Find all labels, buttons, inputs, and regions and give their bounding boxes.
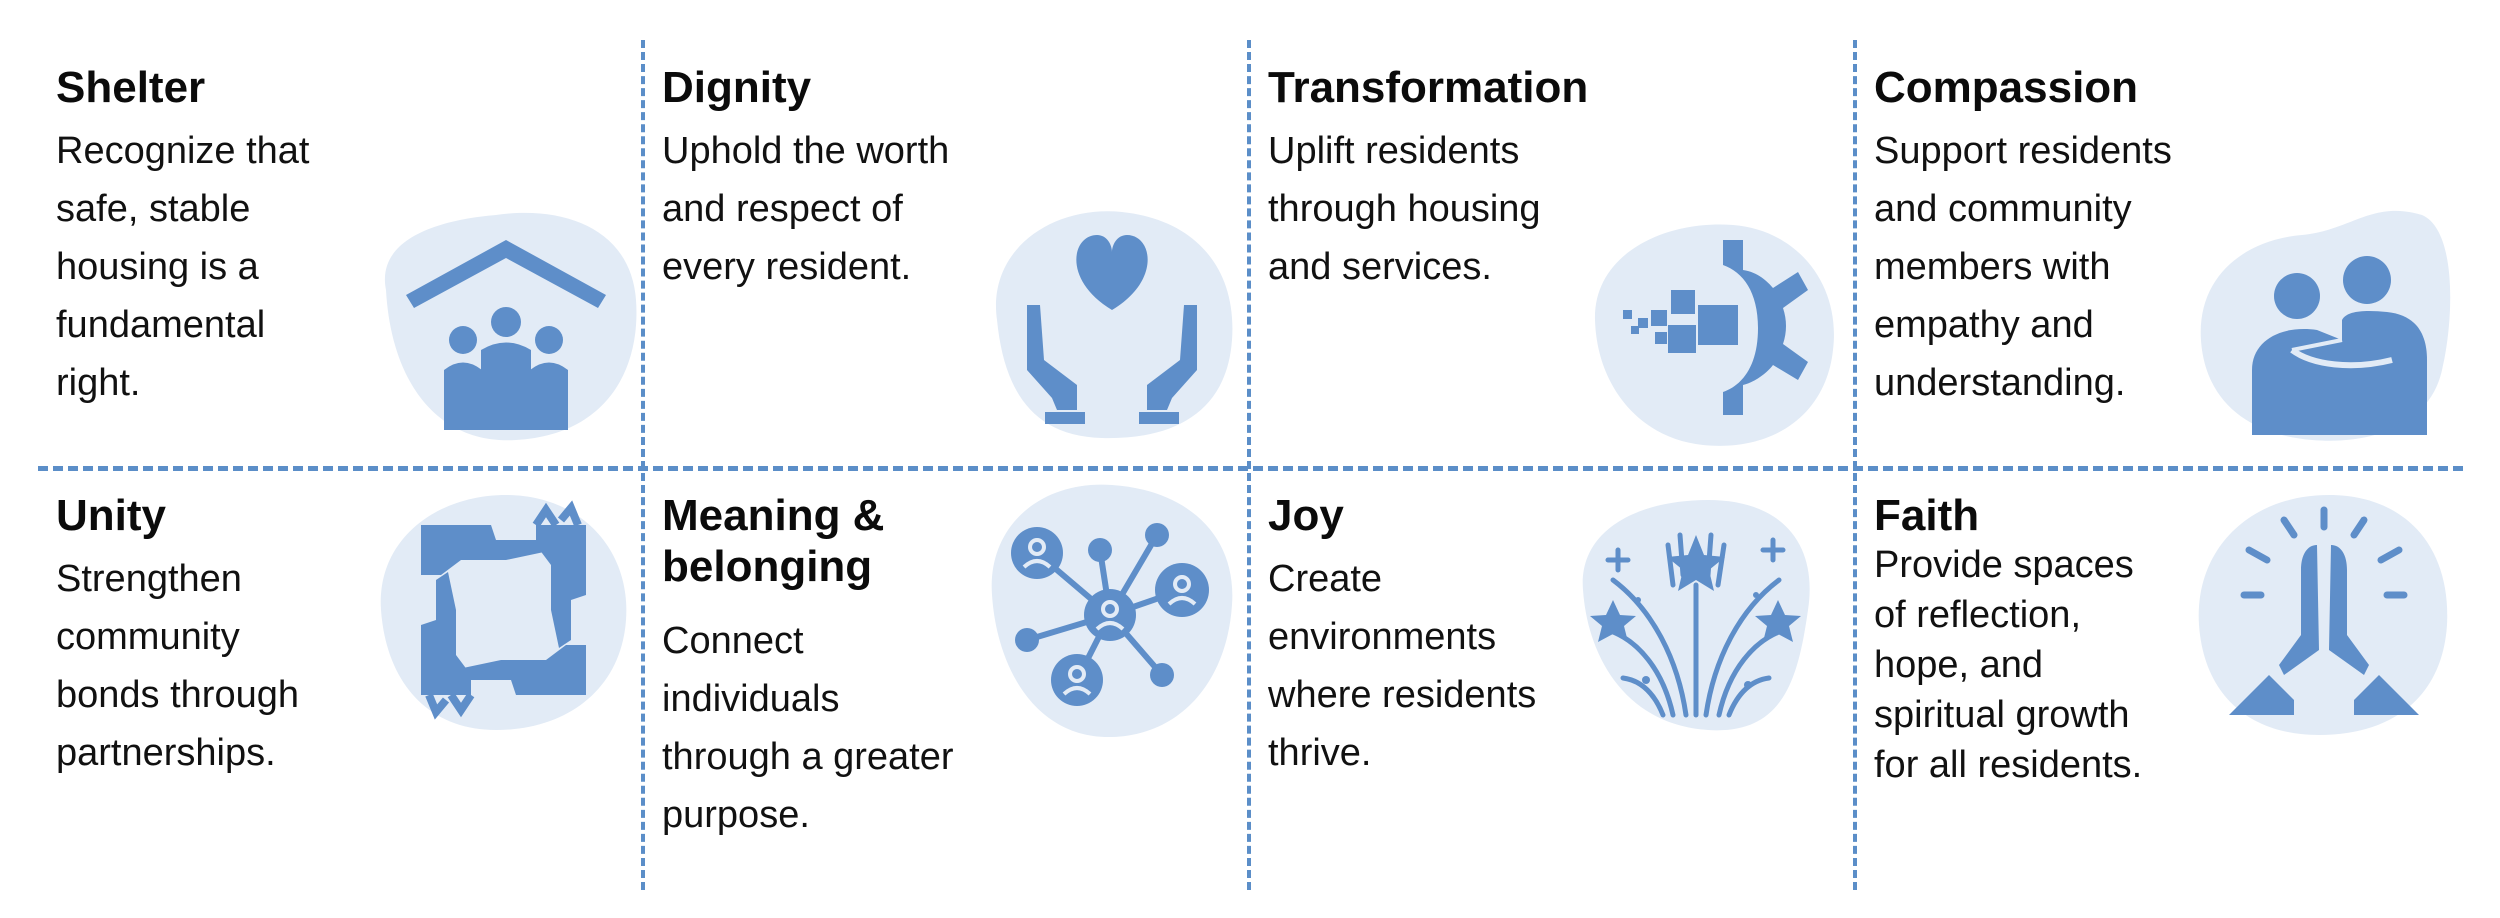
card-description: Strengthen community bonds through partn… <box>56 558 299 774</box>
value-card-unity: Unity Strengthen community bonds through… <box>36 470 641 900</box>
card-title: Shelter <box>56 63 206 112</box>
card-description: Uplift residents through housing and ser… <box>1268 130 1541 288</box>
card-title: Unity <box>56 491 166 540</box>
transformation-gear-icon <box>1583 210 1843 460</box>
value-card-transformation: Transformation Uplift residents through … <box>1248 40 1853 470</box>
card-description: Create environments where residents thri… <box>1268 558 1537 774</box>
vertical-divider <box>1247 40 1251 890</box>
value-card-faith: Faith Provide spaces of reflection, hope… <box>1854 470 2459 900</box>
value-card-dignity: Dignity Uphold the worth and respect of … <box>642 40 1247 470</box>
card-description: Recognize that safe, stable housing is a… <box>56 130 310 404</box>
fireworks-icon <box>1568 490 1828 740</box>
card-title: Compassion <box>1874 63 2139 112</box>
value-card-joy: Joy Create environments where residents … <box>1248 470 1853 900</box>
embrace-icon <box>2192 200 2462 450</box>
card-title: Transformation <box>1268 63 1589 112</box>
card-title: Dignity <box>662 63 812 112</box>
vertical-divider <box>1853 40 1857 890</box>
card-description: Connect individuals through a greater pu… <box>662 620 954 836</box>
joined-hands-icon <box>366 480 636 740</box>
network-people-icon <box>982 475 1242 745</box>
card-description: Support residents and community members … <box>1874 130 2172 404</box>
card-title: Meaning & belonging <box>662 491 885 592</box>
value-card-compassion: Compassion Support residents and communi… <box>1854 40 2459 470</box>
card-description: Uphold the worth and respect of every re… <box>662 130 950 288</box>
horizontal-divider <box>38 466 2463 471</box>
hands-heart-icon <box>982 200 1242 450</box>
value-card-meaning-belonging: Meaning & belonging Connect individuals … <box>642 470 1247 900</box>
card-title: Joy <box>1268 491 1344 540</box>
card-description: Provide spaces of reflection, hope, and … <box>1874 544 2143 786</box>
value-card-shelter: Shelter Recognize that safe, stable hous… <box>36 40 641 470</box>
praying-hands-icon <box>2189 485 2459 745</box>
card-title: Faith <box>1874 491 1980 540</box>
vertical-divider <box>641 40 645 890</box>
house-family-icon <box>366 200 646 450</box>
